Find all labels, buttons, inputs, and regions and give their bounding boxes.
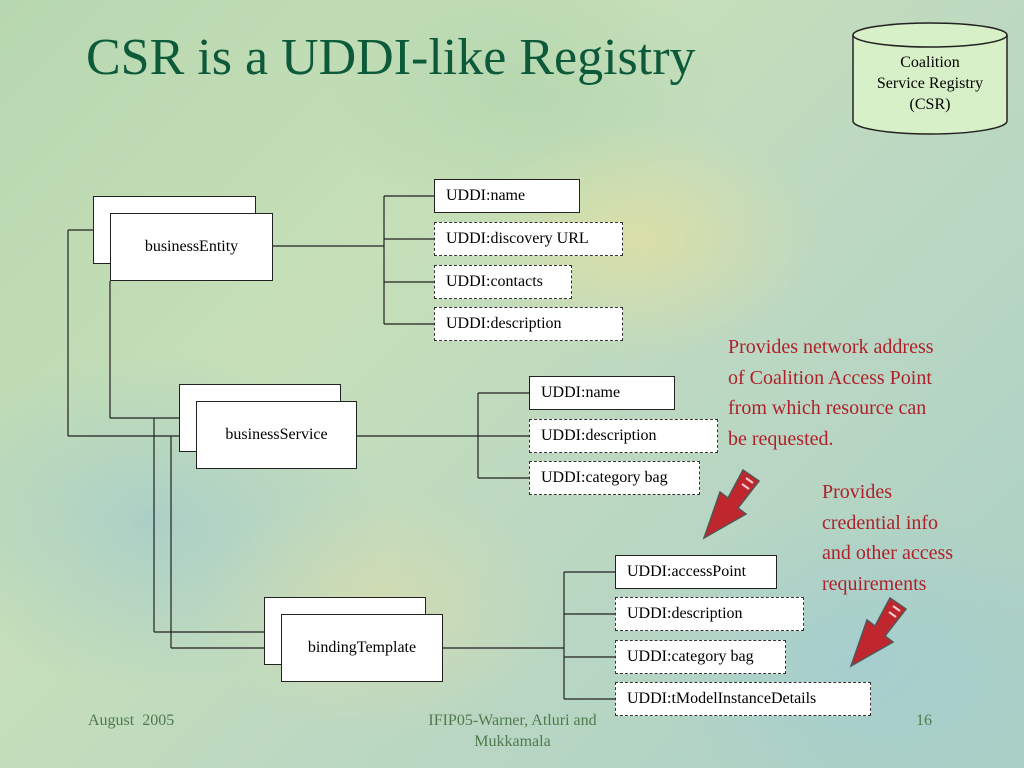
note-line: requirements — [822, 572, 927, 595]
footer-date: August 2005 — [88, 712, 175, 729]
slide-title: CSR is a UDDI-like Registry — [86, 29, 696, 86]
note-line: credential info — [822, 511, 939, 534]
access-point-note: Provides network address of Coalition Ac… — [728, 332, 934, 454]
arrow-down-left-icon — [849, 596, 908, 668]
note-line: Provides — [822, 481, 892, 503]
binding-field-access-point: UDDI:accessPoint — [615, 555, 777, 589]
entity-field-name: UDDI:name — [434, 179, 580, 213]
service-field-category-bag: UDDI:category bag — [529, 461, 700, 495]
footer-authors: IFIP05-Warner, Atluri and Mukkamala — [400, 710, 625, 752]
footer-author-line: Mukkamala — [474, 733, 551, 750]
registry-line: (CSR) — [909, 96, 951, 113]
footer-page-number: 16 — [916, 712, 932, 729]
note-line: from which resource can — [728, 397, 927, 419]
binding-field-tmodel-instance-details: UDDI:tModelInstanceDetails — [615, 682, 871, 716]
registry-line: Coalition — [900, 54, 960, 71]
note-line: of Coalition Access Point — [728, 366, 932, 389]
arrow-down-left-icon — [702, 468, 761, 540]
binding-field-description: UDDI:description — [615, 597, 804, 631]
binding-template-box: bindingTemplate — [281, 614, 443, 682]
service-field-name: UDDI:name — [529, 376, 675, 410]
business-entity-box: businessEntity — [110, 213, 273, 281]
business-service-box: businessService — [196, 401, 357, 469]
business-service-label: businessService — [225, 426, 328, 443]
binding-template-label: bindingTemplate — [307, 639, 417, 656]
entity-field-discovery-url: UDDI:discovery URL — [434, 222, 623, 256]
footer-author-line: IFIP05-Warner, Atluri and — [428, 712, 597, 729]
registry-cylinder-label: Coalition Service Registry (CSR) — [852, 52, 1008, 115]
registry-line: Service Registry — [876, 75, 984, 92]
note-line: and other access — [822, 542, 954, 564]
entity-field-description: UDDI:description — [434, 307, 623, 341]
tmodel-note: Provides credential info and other acces… — [822, 477, 953, 599]
business-entity-label: businessEntity — [144, 238, 239, 255]
entity-field-contacts: UDDI:contacts — [434, 265, 572, 299]
binding-field-category-bag: UDDI:category bag — [615, 640, 786, 674]
note-line: Provides network address — [728, 336, 934, 358]
note-line: be requested. — [728, 427, 834, 450]
service-field-description: UDDI:description — [529, 419, 718, 453]
registry-cylinder-icon — [852, 22, 1008, 135]
